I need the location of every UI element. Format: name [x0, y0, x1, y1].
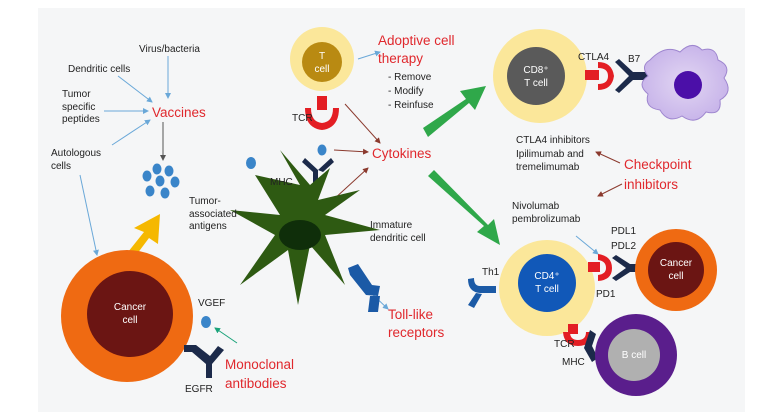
- toll-like-receptor-shape: [348, 264, 380, 312]
- dc-to-cytokines-arrow: [332, 167, 369, 201]
- checkpoint-inhibitors-label: Checkpoint inhibitors: [624, 157, 692, 192]
- mhc-receptor-left: [302, 158, 334, 190]
- t-cell: [290, 27, 354, 130]
- autologous-cells-label: Autologous cells: [51, 148, 102, 172]
- dendritic-cells-label: Dendritic cells: [68, 64, 131, 75]
- pdl-receptor: [612, 255, 640, 281]
- checkpoint-to-ctla4-arrow: [595, 151, 621, 164]
- tumor-specific-peptides-label: Tumor specific peptides: [62, 89, 100, 125]
- th1-receptor: [468, 278, 496, 308]
- pd1-drugs-label: Nivolumab pembrolizumab: [512, 201, 581, 225]
- immature-dendritic-cell: [230, 150, 380, 305]
- monoclonal-antibodies-label: Monoclonal antibodies: [225, 357, 295, 391]
- cancer-cell-right: [635, 229, 717, 311]
- virus-bacteria-label: Virus/bacteria: [139, 44, 200, 55]
- cd4-t-cell: [499, 240, 612, 346]
- monoclonal-arrow: [214, 327, 238, 344]
- egfr-receptor: [184, 345, 224, 378]
- toll-like-arrow: [370, 292, 389, 310]
- pd1-drugs-arrow: [575, 235, 599, 255]
- macrophage: [641, 45, 729, 121]
- adoptive-step-modify: - Modify: [388, 86, 424, 97]
- b7-label: B7: [628, 54, 641, 65]
- tumor-antigens-label: Tumor- associated antigens: [189, 196, 237, 232]
- tcr-top-label: TCR: [292, 113, 313, 124]
- cancer-cell-left: [61, 250, 193, 382]
- cd8-t-cell-label: CD8⁺ T cell: [523, 65, 549, 89]
- mhc-receptor-bottom: [584, 330, 598, 362]
- mhc-bottom-label: MHC: [562, 357, 585, 368]
- cd4-t-cell-label: CD4⁺ T cell: [534, 271, 560, 295]
- mhc-to-cytokines-arrow: [333, 148, 369, 155]
- t-cell-label: T cell: [314, 51, 330, 75]
- tcr-bottom-label: TCR: [554, 339, 575, 350]
- pdl1-label: PDL1: [611, 226, 637, 237]
- cancer-cell-left-label: Cancer cell: [113, 302, 147, 326]
- adoptive-step-reinfuse: - Reinfuse: [388, 100, 434, 111]
- tumor-antigen-dots: [142, 144, 327, 328]
- vaccine-source-arrows: [79, 56, 171, 256]
- green-arrow-up: [423, 86, 486, 137]
- mhc-left-label: MHC: [270, 177, 293, 188]
- b-cell: [595, 314, 677, 396]
- adoptive-step-remove: - Remove: [388, 72, 432, 83]
- ctla4-label: CTLA4: [578, 52, 610, 63]
- egfr-label: EGFR: [185, 384, 213, 395]
- vaccines-label: Vaccines: [152, 105, 206, 120]
- cd8-t-cell: [493, 29, 614, 123]
- vgef-label: VGEF: [198, 298, 226, 309]
- cytokines-label: Cytokines: [372, 146, 432, 161]
- th1-label: Th1: [482, 267, 500, 278]
- toll-like-receptors-label: Toll-like receptors: [388, 307, 445, 340]
- pdl2-label: PDL2: [611, 241, 637, 252]
- cancer-cell-right-label: Cancer cell: [659, 258, 693, 282]
- green-arrow-down: [428, 170, 500, 245]
- yellow-arrow: [128, 214, 160, 258]
- tcell-to-cytokines-arrow: [344, 103, 381, 144]
- b7-receptor: [615, 59, 648, 93]
- adoptive-therapy-title: Adoptive cell therapy: [378, 33, 455, 66]
- pd1-label: PD1: [596, 289, 616, 300]
- adoptive-arrow: [357, 50, 381, 60]
- b-cell-label: B cell: [621, 350, 647, 361]
- ctla4-inhibitors-label: CTLA4 inhibitors Ipilimumab and tremelim…: [516, 135, 590, 173]
- checkpoint-to-pd1-arrow: [597, 183, 623, 197]
- immature-dc-label: Immature dendritic cell: [370, 220, 426, 244]
